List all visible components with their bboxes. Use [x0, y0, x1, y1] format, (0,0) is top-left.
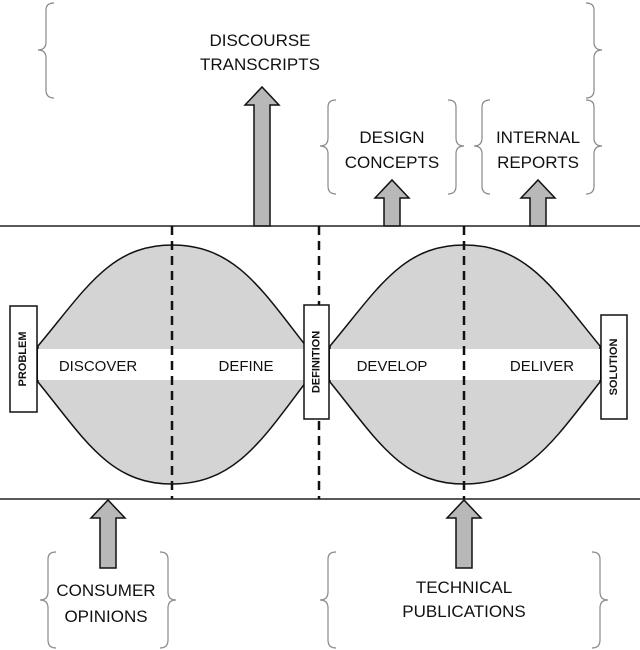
consumer-opinions-label-line-2: OPINIONS [64, 607, 147, 626]
phase-label-discover: DISCOVER [59, 358, 138, 375]
technical-publications-label-line-1: TECHNICAL [416, 578, 512, 597]
arrow-up-design-concepts [373, 178, 411, 227]
milestone-definition-label: DEFINITION [311, 331, 323, 393]
design-concepts-label-line-1: DESIGN [359, 128, 424, 147]
technical-publications-label-line-2: PUBLICATIONS [402, 602, 525, 621]
milestone-solution-label: SOLUTION [608, 339, 620, 396]
phase-label-deliver: DELIVER [510, 358, 574, 375]
brace-internal-reports [473, 99, 603, 195]
arrow-up-consumer-opinions [89, 498, 127, 569]
discourse-transcripts-label-line-2: TRANSCRIPTS [200, 55, 320, 74]
milestone-problem: PROBLEM [9, 305, 38, 413]
design-concepts-label-line-2: CONCEPTS [345, 153, 439, 172]
brace-consumer-opinions [39, 551, 177, 649]
arrow-up-internal-reports [519, 178, 557, 227]
brace-technical-publications [319, 551, 609, 649]
consumer-opinions-label-line-1: CONSUMER [56, 581, 155, 600]
milestone-definition: DEFINITION [303, 304, 330, 420]
phase-label-define: DEFINE [218, 358, 273, 375]
milestone-problem-label: PROBLEM [17, 332, 29, 387]
arrow-up-discourse-transcripts [243, 85, 281, 227]
phase-label-develop: DEVELOP [357, 358, 428, 375]
arrow-up-technical-publications [445, 498, 483, 569]
internal-reports-label-line-1: INTERNAL [496, 128, 580, 147]
brace-discourse-transcripts [37, 2, 603, 99]
milestone-solution: SOLUTION [600, 314, 628, 420]
discourse-transcripts-label-line-1: DISCOURSE [209, 31, 310, 50]
internal-reports-label-line-2: REPORTS [497, 153, 579, 172]
brace-design-concepts [319, 99, 465, 195]
